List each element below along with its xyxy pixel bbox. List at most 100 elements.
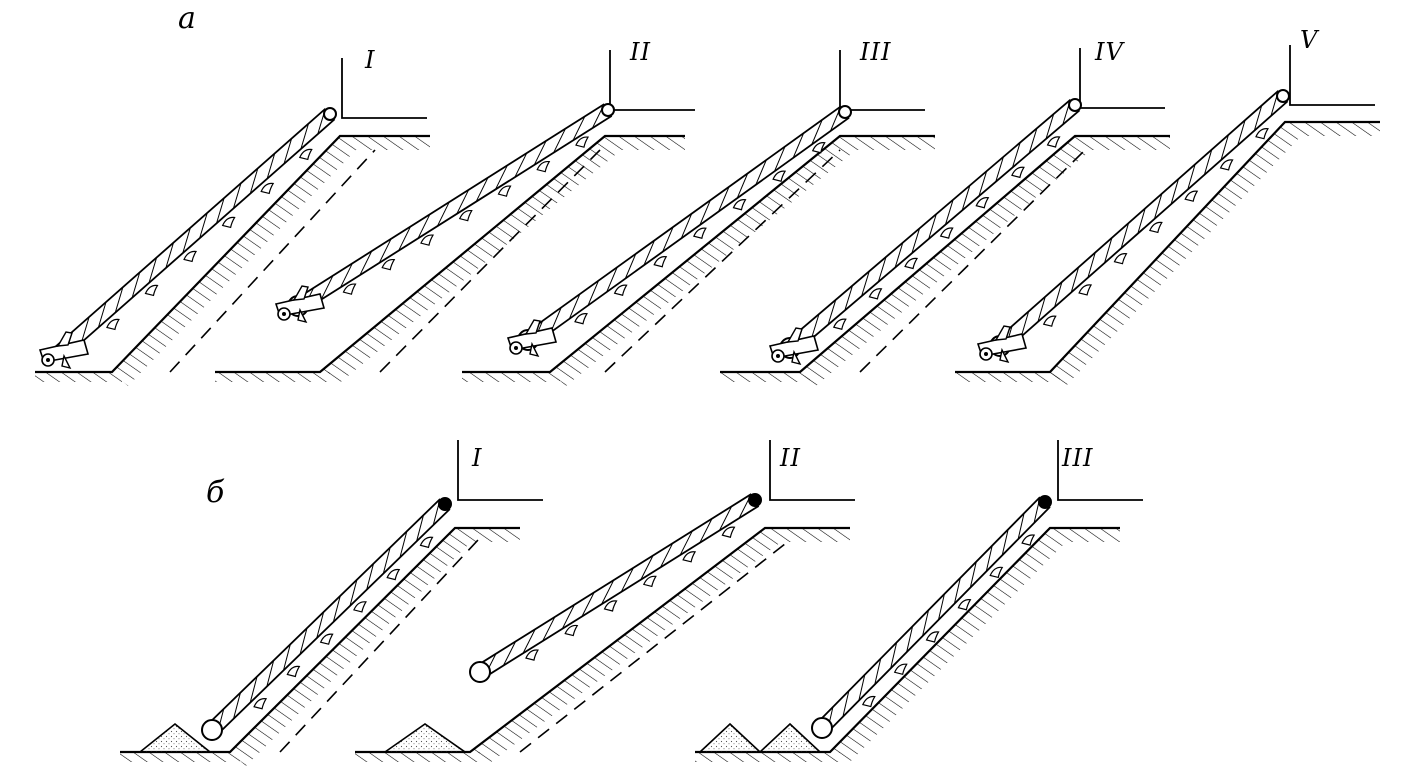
- previous-slope-dashed: [379, 149, 601, 373]
- bucket: [419, 536, 434, 549]
- bucket: [1149, 221, 1163, 234]
- bucket: [106, 318, 120, 331]
- soil-hatch: [800, 136, 1170, 386]
- stage-label-b-1: I: [472, 444, 483, 472]
- excavator-boom: [54, 107, 337, 358]
- head-wheel: [601, 103, 615, 117]
- bucket: [975, 197, 990, 209]
- previous-slope-dashed: [604, 149, 841, 373]
- row-b-stages: [120, 440, 1143, 766]
- row-label-a: а: [178, 1, 196, 36]
- excavator-boom: [779, 98, 1082, 359]
- bucket: [1078, 284, 1093, 296]
- reference-corner: [1057, 440, 1143, 501]
- stage-a-5: [955, 45, 1380, 386]
- ground-profile: [120, 526, 520, 754]
- stage-label-b-3: III: [1062, 444, 1094, 472]
- stage-a-4: [720, 48, 1170, 386]
- bucket: [893, 663, 908, 676]
- reference-corner: [341, 58, 427, 119]
- spoil-pile: [697, 722, 763, 753]
- floor-hatch: [695, 752, 840, 762]
- soil-hatch: [112, 136, 430, 386]
- stage-b-2: [355, 440, 855, 766]
- floor-hatch: [462, 372, 560, 382]
- bucket: [286, 665, 301, 678]
- bucket: [642, 575, 657, 588]
- excavator-carriage: [38, 331, 90, 370]
- soil-hatch: [830, 528, 1120, 766]
- floor-hatch: [120, 752, 240, 762]
- bucket: [353, 601, 367, 613]
- reference-corner: [609, 50, 695, 111]
- stage-a-3: [462, 50, 935, 386]
- excavator-boom: [469, 493, 762, 683]
- bucket: [183, 250, 198, 263]
- stage-label-a-2: II: [630, 38, 651, 66]
- bucket: [721, 526, 736, 538]
- stage-label-a-1: I: [365, 46, 376, 74]
- bucket: [989, 566, 1004, 579]
- previous-slope-dashed: [279, 539, 479, 753]
- bucket: [832, 318, 847, 330]
- floor-hatch: [955, 372, 1060, 382]
- bucket: [221, 216, 236, 229]
- previous-slope-dashed: [169, 149, 376, 373]
- ground-profile: [720, 134, 1170, 374]
- bucket: [811, 142, 826, 154]
- bucket: [861, 695, 876, 708]
- floor-hatch: [215, 372, 330, 382]
- spoil-pile: [382, 723, 468, 753]
- stage-b-3: [695, 440, 1143, 766]
- tail-wheel: [469, 661, 491, 683]
- floor-hatch: [720, 372, 810, 382]
- bucket: [1113, 252, 1128, 265]
- bucket: [298, 148, 313, 161]
- ground-profile: [215, 134, 685, 374]
- excavator-carriage: [506, 319, 558, 358]
- row-label-b: б: [206, 475, 225, 510]
- excavator-boom: [811, 495, 1052, 739]
- bucket: [904, 257, 919, 270]
- previous-slope-dashed: [859, 149, 1086, 373]
- head-wheel: [438, 497, 452, 511]
- bucket: [386, 568, 401, 581]
- row-a-stages: [35, 45, 1380, 386]
- bucket: [925, 631, 940, 643]
- bucket: [939, 227, 954, 239]
- excavator-carriage: [274, 285, 326, 324]
- reference-corner: [457, 440, 543, 501]
- head-wheel: [1276, 89, 1290, 103]
- previous-slope-dashed: [519, 539, 791, 753]
- stage-label-a-3: III: [860, 38, 892, 66]
- stage-a-2: [215, 50, 695, 386]
- bucket: [564, 624, 579, 637]
- stage-label-a-4: IV: [1095, 38, 1124, 66]
- stage-label-b-2: II: [780, 444, 801, 472]
- bucket: [653, 256, 668, 268]
- bucket: [772, 170, 787, 182]
- ground-profile: [35, 134, 430, 374]
- bucket: [682, 551, 697, 563]
- stage-b-1: [120, 440, 543, 766]
- soil-hatch: [550, 136, 935, 386]
- bucket: [260, 182, 275, 195]
- excavator-carriage: [768, 327, 820, 366]
- bucket: [603, 600, 618, 612]
- bucket: [868, 288, 883, 300]
- bucket: [574, 313, 588, 325]
- bucket: [1255, 127, 1269, 140]
- bucket: [497, 185, 512, 197]
- bucket: [613, 284, 628, 296]
- bucket: [1011, 166, 1025, 179]
- soil-hatch: [320, 136, 685, 386]
- head-wheel: [748, 493, 762, 507]
- bucket: [732, 199, 747, 211]
- stage-a-1: [35, 58, 430, 386]
- reference-corner: [1289, 45, 1375, 106]
- bucket: [536, 160, 551, 173]
- bucket: [420, 234, 434, 246]
- bucket: [957, 599, 972, 611]
- bucket: [525, 649, 539, 661]
